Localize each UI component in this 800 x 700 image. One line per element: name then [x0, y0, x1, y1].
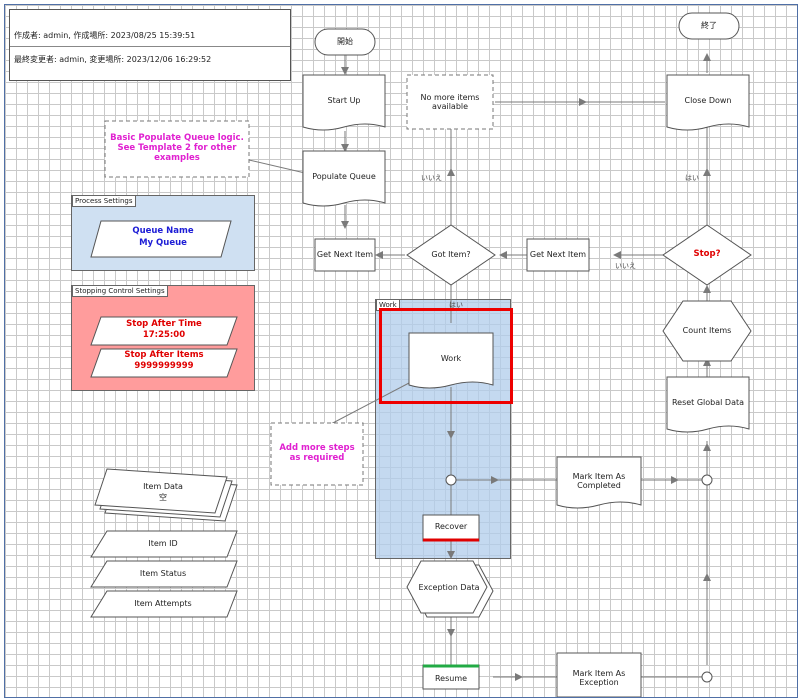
stop-after-items-value[interactable]: 9999999999 — [134, 361, 194, 372]
mark-item-exception-action[interactable]: Mark Item As Exception — [572, 668, 626, 687]
work-action[interactable]: Work — [440, 354, 462, 364]
resume-stage[interactable]: Resume — [434, 673, 468, 683]
end-terminator[interactable]: 終了 — [701, 21, 717, 31]
queue-name-label[interactable]: Queue Name — [132, 226, 194, 237]
start-up-action[interactable]: Start Up — [327, 96, 361, 106]
stop-decision[interactable]: Stop? — [693, 249, 721, 260]
got-item-decision[interactable]: Got Item? — [431, 250, 471, 260]
item-status-data[interactable]: Item Status — [139, 569, 187, 579]
edge-label-yes-work: はい — [449, 301, 463, 309]
mark-item-completed-action[interactable]: Mark Item As Completed — [572, 471, 626, 490]
work-highlight-frame — [379, 308, 513, 404]
get-next-item-left[interactable]: Get Next Item — [316, 250, 374, 260]
edge-label-yes-stop: はい — [685, 174, 699, 182]
add-steps-note[interactable]: Add more steps as required — [279, 443, 355, 463]
close-down-action[interactable]: Close Down — [684, 96, 732, 106]
edge-label-no-stop: いいえ — [615, 262, 636, 270]
get-next-item-right[interactable]: Get Next Item — [529, 250, 587, 260]
stop-after-items-label[interactable]: Stop After Items — [124, 350, 204, 361]
populate-queue-action[interactable]: Populate Queue — [312, 172, 376, 182]
count-items-action[interactable]: Count Items — [682, 326, 732, 336]
process-diagram-canvas: 作成者: admin, 作成場所: 2023/08/25 15:39:51 最終… — [4, 4, 798, 698]
reset-global-data-action[interactable]: Reset Global Data — [671, 398, 745, 408]
stopping-control-label: Stopping Control Settings — [72, 285, 168, 297]
created-info: 作成者: admin, 作成場所: 2023/08/25 15:39:51 — [14, 31, 196, 40]
item-id-data[interactable]: Item ID — [148, 539, 178, 549]
populate-queue-note[interactable]: Basic Populate Queue logic. See Template… — [110, 133, 244, 163]
recover-stage[interactable]: Recover — [434, 522, 468, 532]
info-divider — [10, 46, 290, 47]
item-data-value[interactable]: 空 — [159, 493, 167, 503]
diagram-shapes — [90, 12, 752, 697]
edge-label-no-got-item: いいえ — [421, 174, 442, 182]
item-attempts-data[interactable]: Item Attempts — [134, 599, 192, 609]
stop-after-time-label[interactable]: Stop After Time — [126, 319, 202, 330]
start-terminator[interactable]: 開始 — [337, 37, 353, 47]
item-data-label[interactable]: Item Data — [143, 482, 183, 492]
no-more-items-note[interactable]: No more items available — [420, 92, 480, 111]
stop-after-time-value[interactable]: 17:25:00 — [142, 330, 186, 341]
modified-info: 最終変更者: admin, 変更場所: 2023/12/06 16:29:52 — [14, 55, 212, 64]
info-header: 作成者: admin, 作成場所: 2023/08/25 15:39:51 最終… — [9, 9, 291, 81]
exception-data-item[interactable]: Exception Data — [418, 583, 480, 593]
process-settings-label: Process Settings — [72, 195, 136, 207]
queue-name-value[interactable]: My Queue — [139, 238, 187, 249]
